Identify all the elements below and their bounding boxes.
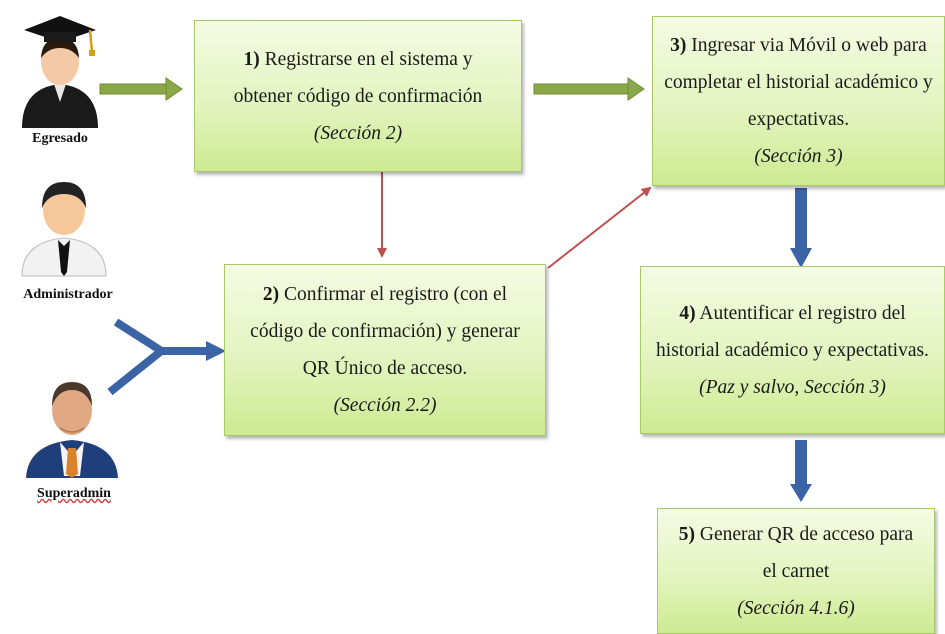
step-3-text: Ingresar via Móvil o web para completar … [664, 35, 933, 130]
administrador-actor [14, 168, 114, 278]
arrow-admins-to-step2 [107, 318, 226, 396]
administrator-icon [21, 182, 107, 277]
step-4-reference: (Paz y salvo, Sección 3) [699, 376, 886, 398]
step-5-number: 5) [678, 523, 696, 545]
step-3-number: 3) [670, 35, 687, 56]
egresado-actor [10, 10, 110, 130]
arrow-step3-to-step4 [790, 188, 812, 268]
step-1-reference: (Sección 2) [313, 122, 403, 144]
step-2-box: 2) Confirmar el registro (con el código … [224, 264, 546, 436]
step-4-box: 4) Autentificar el registro del historia… [640, 266, 945, 434]
superadmin-label: Superadmin [37, 486, 111, 501]
step-5-reference: (Sección 4.1.6) [737, 597, 855, 619]
step-1-box: 1) Registrarse en el sistema y obtener c… [194, 20, 522, 172]
administrador-label: Administrador [23, 287, 113, 302]
graduate-icon [22, 16, 98, 128]
arrow-egresado-to-step1 [99, 77, 183, 101]
step-4-text: Autentificar el registro del historial a… [656, 302, 929, 361]
step-3-reference: (Sección 3) [754, 146, 843, 167]
step-2-reference: (Sección 2.2) [333, 395, 437, 416]
executive-icon [26, 382, 118, 478]
step-1-text: Registrarse en el sistema y obtener códi… [233, 48, 483, 107]
arrow-step1-to-step3 [533, 77, 645, 101]
step-1-number: 1) [243, 48, 260, 70]
step-5-text: Generar QR de acceso para el carnet [699, 523, 914, 582]
step-5-box: 5) Generar QR de acceso para el carnet (… [657, 508, 935, 634]
arrow-step4-to-step5 [790, 440, 812, 502]
egresado-label: Egresado [32, 131, 88, 146]
arrow-step2-to-step3 [547, 186, 652, 269]
superadmin-actor [22, 368, 122, 480]
step-3-box: 3) Ingresar via Móvil o web para complet… [652, 16, 945, 186]
step-2-text: Confirmar el registro (con el código de … [250, 284, 520, 379]
step-2-number: 2) [262, 284, 280, 305]
step-4-number: 4) [679, 302, 696, 324]
